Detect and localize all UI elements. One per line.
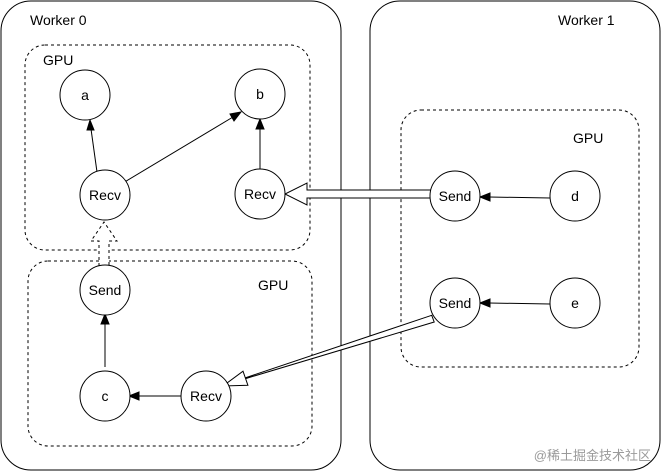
node-recv-2: Recv [234, 168, 286, 220]
arrowhead-b-from-recv2 [255, 117, 265, 130]
edge-recv1-a [90, 128, 98, 173]
gpu-label-w0-bottom: GPU [258, 277, 288, 293]
edge-recv1-b [122, 116, 234, 184]
cross-worker-arrow-bottom [221, 314, 435, 387]
node-send-d-label: Send [439, 188, 472, 204]
edge-d-send [488, 196, 551, 199]
node-recv-1: Recv [79, 169, 131, 221]
node-c-label: c [102, 388, 109, 404]
node-a-label: a [81, 87, 89, 103]
node-send-w0: Send [79, 264, 131, 316]
gpu-group-w0-top [24, 44, 311, 251]
node-e: e [549, 277, 601, 329]
node-recv-3-label: Recv [190, 388, 222, 404]
node-send-e: Send [429, 277, 481, 329]
node-recv-2-label: Recv [244, 186, 276, 202]
arrowhead-c [127, 391, 140, 401]
edge-e-send [488, 302, 551, 305]
gpu-group-w1 [400, 109, 640, 368]
node-c: c [79, 370, 131, 422]
gpu-label-w1: GPU [573, 130, 603, 146]
arrowhead-send-e [478, 298, 491, 308]
worker-0-box [0, 0, 342, 471]
node-recv-1-label: Recv [89, 187, 121, 203]
arrowhead-a [86, 118, 95, 131]
node-send-e-label: Send [439, 295, 472, 311]
node-a: a [59, 69, 111, 121]
node-b: b [234, 68, 286, 120]
node-e-label: e [571, 295, 579, 311]
cross-gpu-dashed-arrow [90, 221, 118, 267]
gpu-label-w0-top: GPU [43, 52, 73, 68]
node-send-d: Send [429, 170, 481, 222]
arrowhead-b-from-recv1 [229, 111, 243, 122]
watermark: @稀土掘金技术社区 [534, 448, 651, 463]
node-recv-3: Recv [180, 370, 232, 422]
gpu-group-w0-bottom [27, 260, 313, 447]
node-b-label: b [256, 86, 264, 102]
worker-0-title: Worker 0 [30, 12, 87, 28]
arrowhead-send-d [478, 192, 491, 202]
node-send-w0-label: Send [89, 282, 122, 298]
worker-1-title: Worker 1 [558, 12, 615, 28]
node-d-label: d [571, 188, 579, 204]
node-d: d [549, 170, 601, 222]
arrowhead-send-w0 [100, 312, 110, 325]
cross-worker-arrow-top [283, 182, 432, 206]
worker-1-box [369, 0, 661, 471]
